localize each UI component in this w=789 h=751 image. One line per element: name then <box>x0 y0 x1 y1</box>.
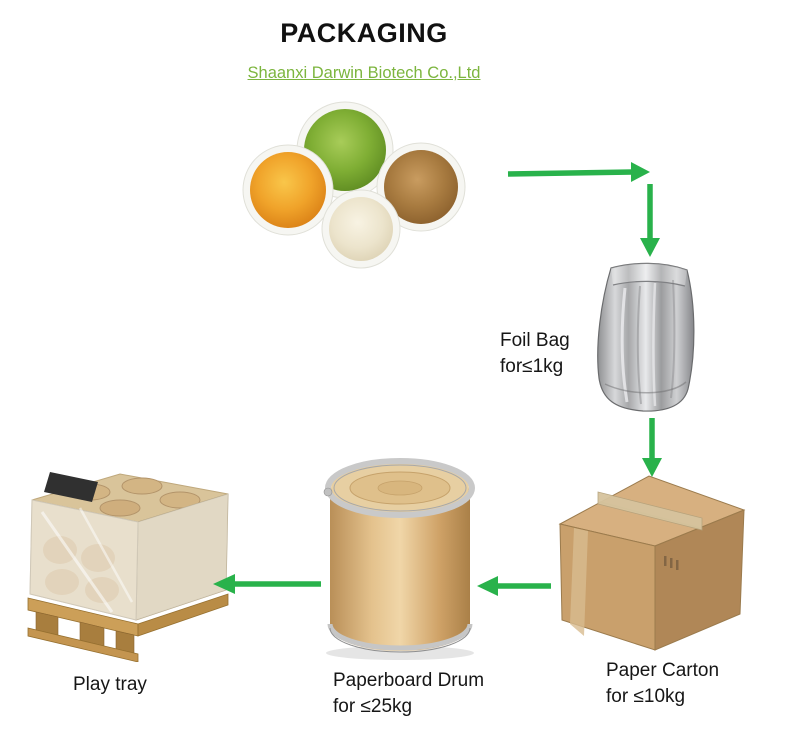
arrow-powders-to-foilbag <box>507 162 660 257</box>
paperboard-drum-label: Paperboard Drum for ≤25kg <box>333 668 484 720</box>
paperboard-drum-label-line1: Paperboard Drum <box>333 670 485 691</box>
powder-samples-image <box>242 101 466 269</box>
company-link[interactable]: Shaanxi Darwin Biotech Co.,Ltd <box>247 64 481 82</box>
paperboard-drum-image <box>323 458 475 660</box>
arrow-carton-to-drum <box>477 576 551 596</box>
pallet-label-line1: Play tray <box>73 674 147 695</box>
paper-carton-label-line1: Paper Carton <box>606 660 720 681</box>
paper-carton-label: Paper Carton for ≤10kg <box>606 658 719 710</box>
page-title: PACKAGING <box>280 18 448 48</box>
paper-carton-image <box>558 475 746 651</box>
pallet-image <box>27 472 229 662</box>
foil-bag-label: Foil Bag for≤1kg <box>500 328 570 380</box>
arrow-foilbag-to-carton <box>642 418 662 477</box>
paper-carton-label-line2: for ≤10kg <box>606 686 686 707</box>
foil-bag-image <box>597 262 695 412</box>
pallet-label: Play tray <box>73 672 147 698</box>
paperboard-drum-label-line2: for ≤25kg <box>333 696 413 717</box>
foil-bag-label-line1: Foil Bag <box>500 330 570 351</box>
foil-bag-label-line2: for≤1kg <box>500 356 564 377</box>
